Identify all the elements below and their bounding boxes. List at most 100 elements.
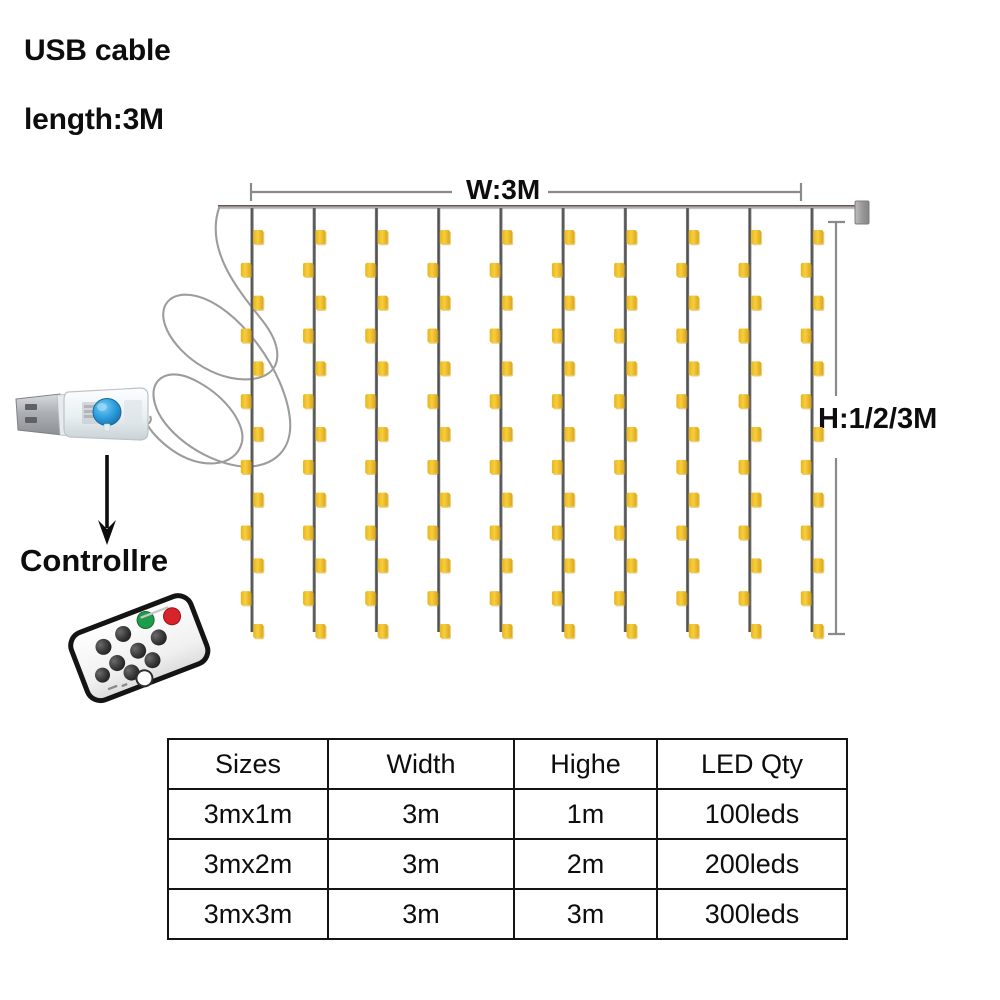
led-bulb [813,295,824,310]
led-bulb [800,591,811,606]
controller-label: Controllre [20,543,169,578]
led-bulb [738,394,749,409]
led-bulb [253,624,264,638]
led-bulb [626,427,637,441]
led-bulb [303,591,314,606]
led-bulb [676,459,687,474]
led-bulb [676,328,687,343]
led-bulb [564,230,575,244]
led-bulb [439,492,450,507]
width-dimension-line [249,183,803,201]
led-bulb [688,427,699,441]
remote-control-icon [68,593,211,704]
led-bulb [564,427,575,441]
led-bulb [614,525,625,540]
led-bulb [365,394,376,409]
led-bulb [365,328,376,343]
led-bulb [614,328,625,343]
led-bulb [253,361,264,376]
led-bulb [551,394,562,409]
led-strand [738,208,763,640]
led-bulb [240,328,251,343]
led-bulb [502,492,513,507]
led-bulb [551,328,562,343]
led-bulb [377,361,388,376]
led-bulb [813,492,824,507]
led-bulb [315,558,326,573]
led-bulb [688,295,699,310]
remote-buttons [95,606,182,691]
led-bulb [377,230,388,244]
usb-controller [15,387,152,441]
led-bulb [564,295,575,310]
led-strand [365,208,389,640]
usb-cable-length-text: length:3M [24,103,164,136]
led-bulb [564,361,575,376]
led-bulb [676,525,687,540]
led-bulb [365,591,376,606]
led-bulb [427,525,438,540]
led-bulb [365,525,376,540]
led-bulb [626,558,637,573]
led-bulb [750,295,761,310]
led-bulb [439,558,450,573]
size-spec-table: Sizes Width Highe LED Qty 3mx1m 3m 1m 10… [167,738,848,940]
led-strand [303,208,327,640]
led-bulb [439,427,450,441]
led-bulb [738,262,749,277]
led-bulb [750,492,761,507]
table-cell: 3mx1m [167,788,329,840]
led-bulb [750,624,761,638]
power-button-icon[interactable] [92,398,122,432]
led-bulb [750,558,761,573]
led-bulb [502,295,513,310]
led-bulb [813,361,824,376]
led-bulb [303,525,314,540]
controller-body [63,387,149,441]
table-cell: 3mx2m [167,838,329,890]
led-bulb [502,427,513,441]
led-bulb [253,295,264,310]
led-strand [427,208,451,640]
led-bulb [377,295,388,310]
led-strand [800,208,825,640]
led-bulb [377,427,388,441]
led-bulb [688,624,699,638]
led-bulb [303,459,314,474]
led-bulb [489,394,500,409]
led-bulb [800,459,811,474]
end-connector-icon [854,200,870,225]
led-bulb [614,459,625,474]
led-bulb [315,295,326,310]
led-bulb [614,262,625,277]
led-bulb [738,328,749,343]
led-bulb [750,361,761,376]
usb-cable-path [145,206,292,468]
led-bulb [750,230,761,244]
led-bulb [676,591,687,606]
led-bulb [489,525,500,540]
led-bulb [688,558,699,573]
led-bulb [489,328,500,343]
table-cell: 3m [513,888,658,940]
led-bulb [614,394,625,409]
table-row: 3mx3m 3m 3m 300leds [167,888,848,940]
led-bulb [551,262,562,277]
led-bulb [800,328,811,343]
led-bulb [240,459,251,474]
table-cell: 3m [327,888,515,940]
table-cell: 2m [513,838,658,890]
table-cell: 3m [327,838,515,890]
led-bulb [551,525,562,540]
table-header-row: Sizes Width Highe LED Qty [167,738,848,790]
led-bulb [813,558,824,573]
led-bulb [315,624,326,638]
led-bulb [240,394,251,409]
led-bulb [800,525,811,540]
led-bulb [303,262,314,277]
led-bulb [427,394,438,409]
led-bulb [439,361,450,376]
led-bulb [688,361,699,376]
